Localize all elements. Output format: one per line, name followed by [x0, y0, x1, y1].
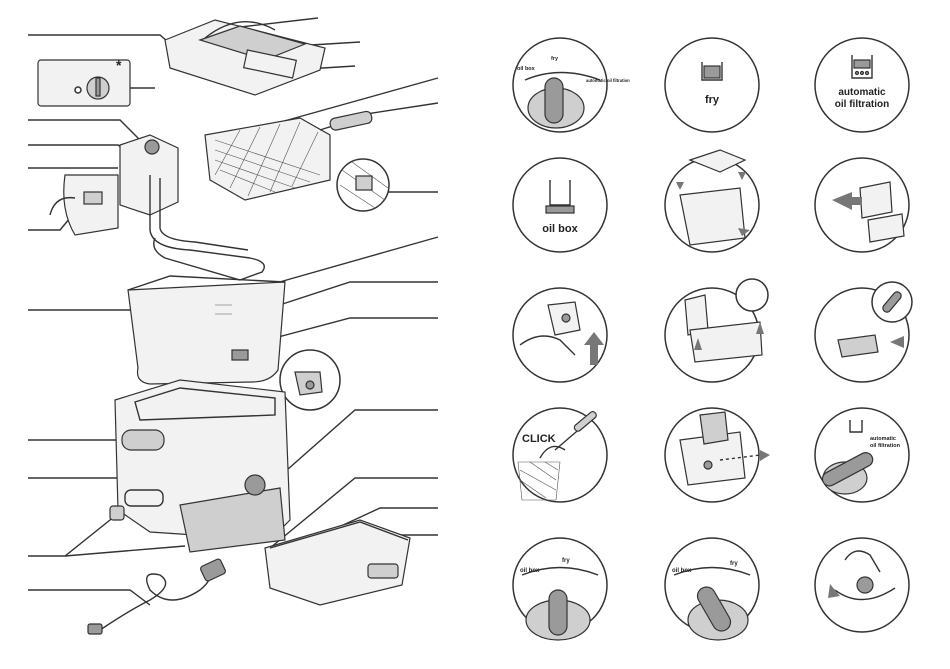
step-filter-press — [513, 288, 607, 382]
reset-inset — [50, 175, 118, 235]
body-foot — [110, 506, 124, 520]
step-fry-icon: fry — [665, 38, 759, 132]
step-slide-out-box — [815, 158, 909, 252]
cord-wall-plug — [88, 624, 102, 634]
reset-panel — [64, 175, 118, 235]
fry-label: fry — [705, 94, 720, 106]
callout-line — [28, 120, 140, 140]
dial-label-fry: fry — [562, 558, 570, 564]
hook-part — [356, 176, 372, 190]
callout-line — [28, 218, 70, 230]
reset-button — [84, 192, 102, 204]
indicator-light — [75, 87, 81, 93]
oilbox-label: oil box — [542, 223, 578, 235]
step-circle — [665, 38, 759, 132]
oil-box — [265, 520, 410, 605]
callout-line — [262, 237, 438, 287]
step-circle — [815, 38, 909, 132]
mini-box-a — [860, 182, 892, 218]
callout-line — [28, 145, 128, 152]
power-cord — [88, 558, 226, 634]
step-select-filtration — [815, 282, 912, 382]
callout-line — [232, 18, 318, 28]
mini-body — [680, 188, 745, 245]
knob-pointer — [545, 78, 563, 123]
filtration-oil-icon — [854, 60, 870, 68]
oilbox-tray-icon — [546, 206, 574, 213]
step-filtration-icon: automatic oil filtration — [815, 38, 909, 132]
dial-label-oilbox: oil box — [517, 66, 536, 72]
detail-inset — [736, 279, 768, 311]
step-knob-dial: oil box fry automatic oil filtration — [513, 38, 630, 132]
callout-line — [28, 35, 175, 48]
basket-hook-inset — [337, 159, 389, 211]
steps-grid: oil box fry automatic oil filtration fry… — [513, 38, 912, 640]
dial-label-fry: fry — [551, 56, 559, 62]
step-oilbox-icon: oil box — [513, 158, 607, 252]
exploded-view: * — [28, 18, 438, 634]
fryer-body — [110, 380, 290, 552]
fry-oil-icon — [704, 66, 720, 78]
control-panel-inset: * — [38, 57, 130, 106]
housing-knob — [145, 140, 159, 154]
filtration-label-line2: oil filtration — [835, 99, 889, 110]
knob-grip — [96, 78, 100, 96]
basket-handle — [329, 111, 373, 131]
dial-label-oilbox: oil box — [520, 568, 540, 574]
click-label: CLICK — [522, 433, 556, 445]
dial-label-fry: fry — [730, 561, 738, 567]
mini-basket — [700, 412, 728, 444]
callout-line — [65, 546, 185, 556]
filtration-label-line1: automatic — [838, 87, 886, 98]
bowl — [128, 276, 285, 384]
callout-line — [28, 590, 150, 605]
cord-wire — [100, 565, 211, 630]
step-click-handle: CLICK — [513, 408, 607, 502]
step-knob-filtration: automatic oil filtration — [815, 408, 909, 502]
step-knob-oilbox: oil box fry — [513, 538, 607, 640]
step-insert-bowl — [665, 279, 768, 382]
body-knob — [245, 475, 265, 495]
dial-label-oilbox: oil box — [672, 568, 692, 574]
step-remove-bowl — [665, 408, 770, 502]
knob-filtration-line1: automatic — [870, 436, 896, 442]
oil-box-label — [368, 564, 398, 578]
step-knob-fry: oil box fry — [665, 538, 759, 640]
knob-filtration-line2: oil filtration — [870, 443, 901, 449]
asterisk-mark: * — [116, 57, 122, 73]
cord-plug-end — [200, 558, 227, 582]
callout-line — [28, 512, 120, 556]
valve-core — [306, 381, 314, 389]
step-turn-knob — [815, 538, 909, 632]
dial-label-filtration: automatic oil filtration — [586, 78, 630, 83]
step-lift-lid — [665, 150, 759, 252]
step-circle — [513, 408, 607, 502]
bowl-body — [128, 282, 285, 384]
knob-pointer — [549, 590, 567, 635]
valve-inset — [280, 350, 340, 410]
bowl-drain — [232, 350, 248, 360]
body-handle — [122, 430, 164, 450]
small-knob — [857, 577, 873, 593]
lid — [165, 20, 325, 95]
